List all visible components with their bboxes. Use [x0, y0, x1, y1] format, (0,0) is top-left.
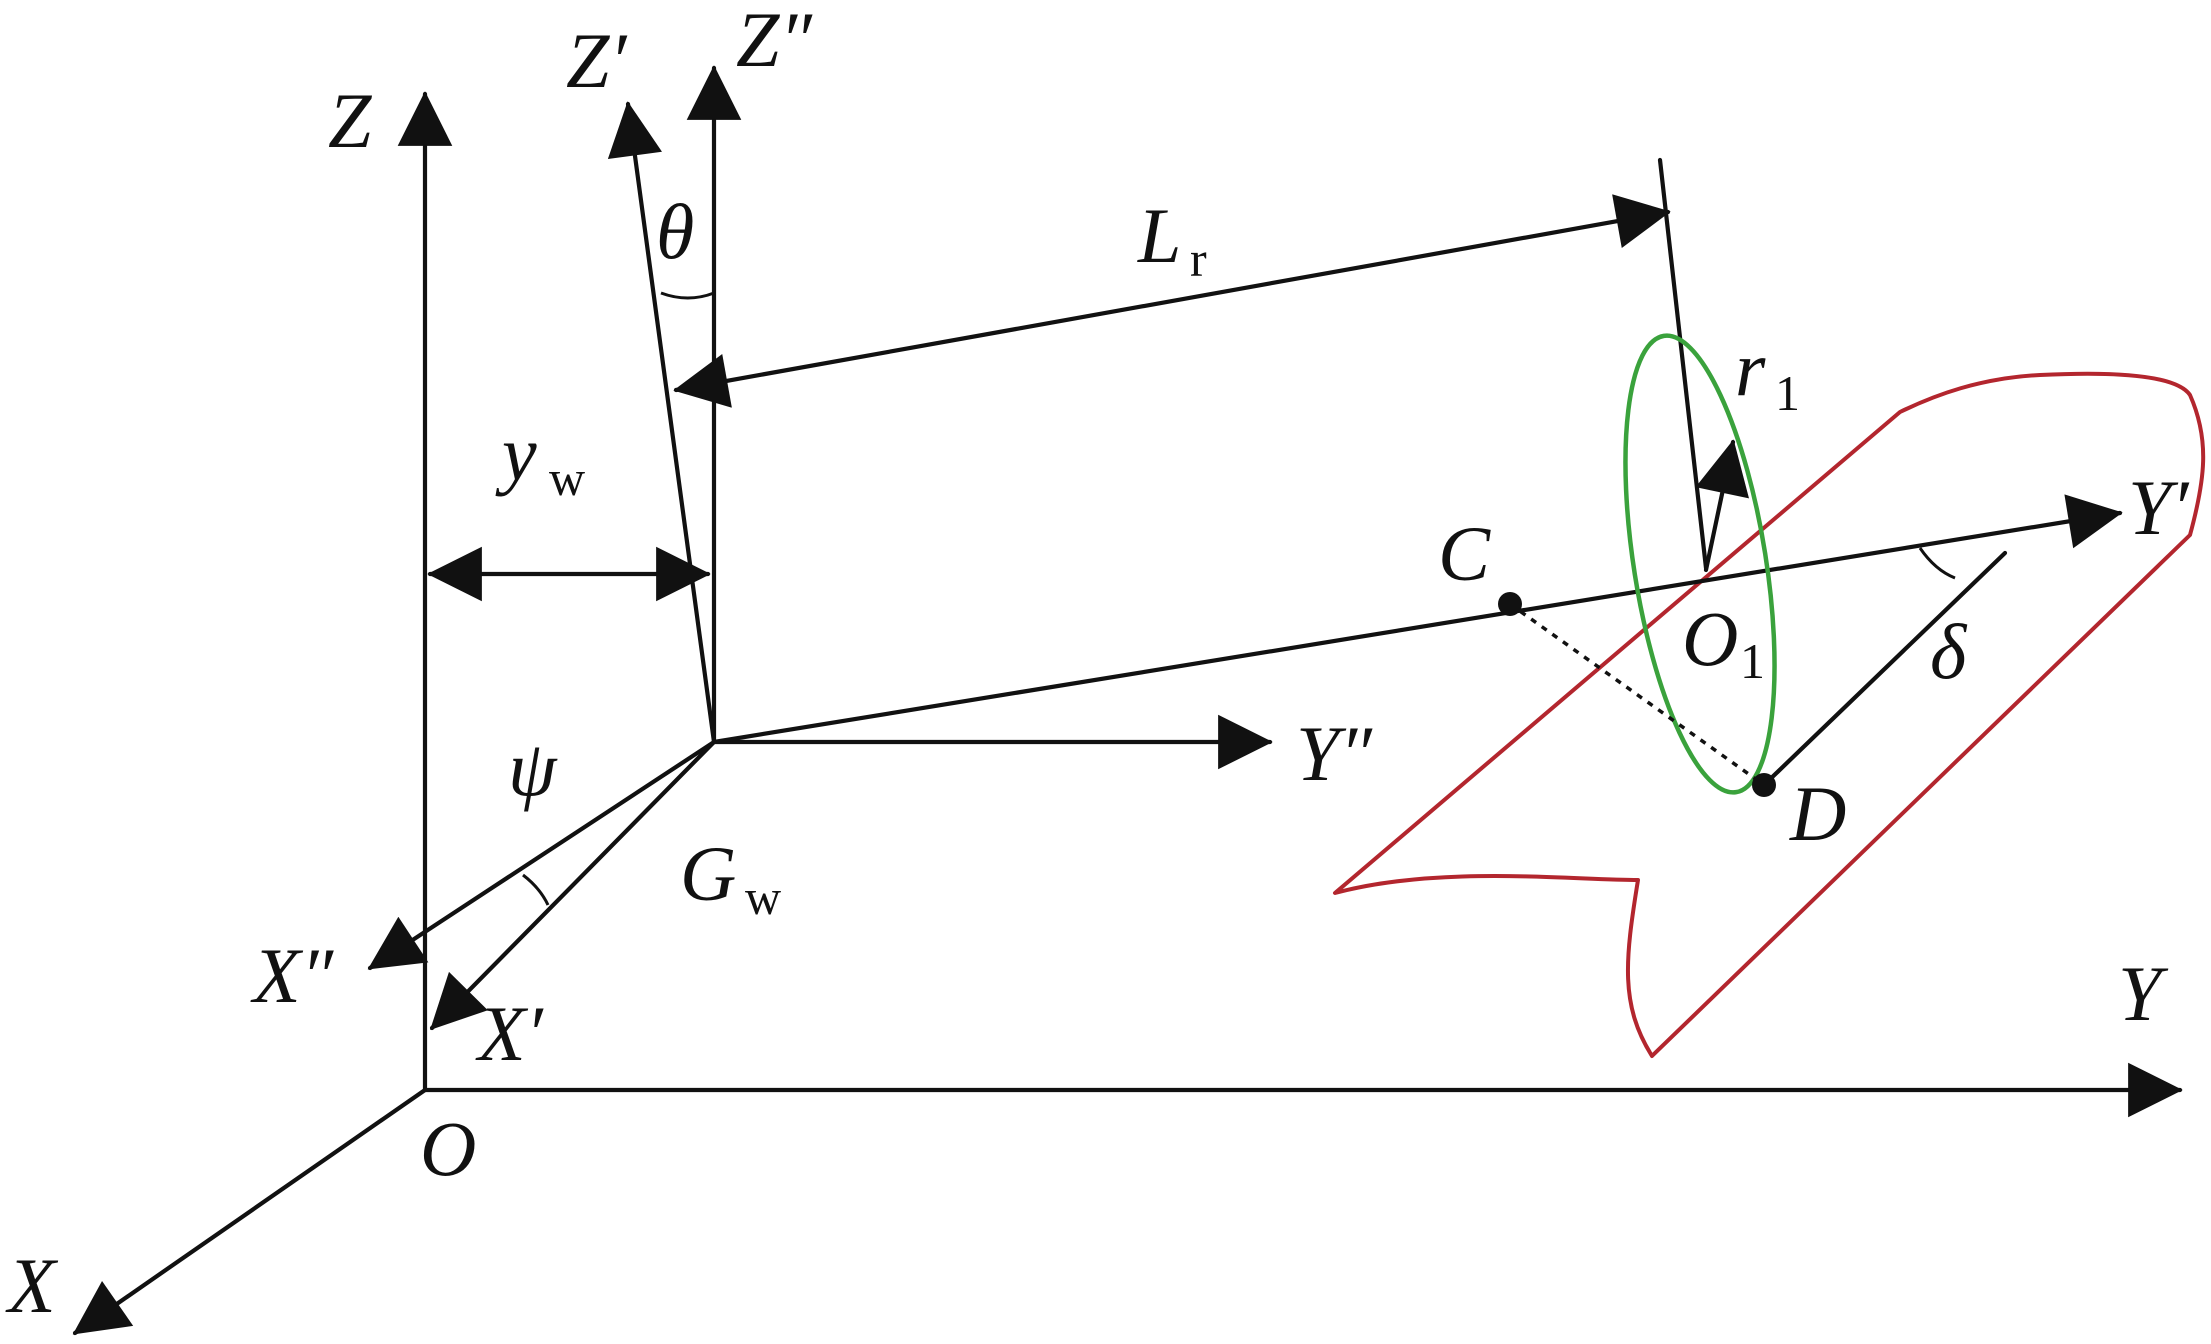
- label-Z: Z: [328, 77, 373, 164]
- label-Xp: X′: [475, 990, 545, 1077]
- label-L: L: [1137, 192, 1181, 279]
- label-r: r: [1735, 325, 1766, 412]
- label-Y: Y: [2118, 950, 2169, 1037]
- point-C: [1498, 592, 1522, 616]
- dimension-Lr: [673, 194, 1671, 408]
- axis-Zp: [607, 101, 717, 745]
- label-Xpp: X″: [250, 932, 335, 1019]
- label-Zp: Z′: [566, 17, 628, 104]
- axis-Xpp: [367, 739, 717, 971]
- label-Zpp: Z″: [736, 0, 813, 83]
- label-psi: ψ: [508, 725, 558, 812]
- label-O1: O: [1682, 595, 1738, 682]
- label-O: O: [420, 1105, 476, 1192]
- axis-Yp: [711, 494, 2123, 745]
- label-theta: θ: [656, 188, 694, 275]
- cutter-circle: [1623, 333, 1777, 795]
- label-Ypp: Y″: [1296, 710, 1373, 797]
- label-Yp: Y′: [2128, 464, 2190, 551]
- label-O1-sub: 1: [1740, 633, 1765, 689]
- line-D-to-Yp: [1761, 550, 2008, 788]
- delta-angle-arc: [1918, 547, 1956, 580]
- axis-Xp: [429, 739, 717, 1031]
- tool-axis-line: [1657, 157, 1709, 571]
- label-y: y: [495, 410, 537, 497]
- label-delta: δ: [1930, 608, 1968, 695]
- psi-angle-arc: [522, 873, 550, 906]
- label-r-sub: 1: [1775, 365, 1800, 421]
- label-X: X: [5, 1242, 59, 1329]
- point-D: [1752, 773, 1776, 797]
- label-C: C: [1438, 510, 1491, 597]
- label-G: G: [680, 830, 736, 917]
- label-D: D: [1789, 770, 1846, 857]
- radius-r1-arrow: [1695, 439, 1750, 573]
- label-y-sub: w: [549, 450, 585, 506]
- theta-angle-arc: [660, 291, 715, 300]
- label-G-sub: w: [745, 869, 781, 925]
- axis-X: [72, 1087, 428, 1336]
- label-L-sub: r: [1190, 231, 1207, 287]
- workpiece-surface: [1333, 371, 2206, 1058]
